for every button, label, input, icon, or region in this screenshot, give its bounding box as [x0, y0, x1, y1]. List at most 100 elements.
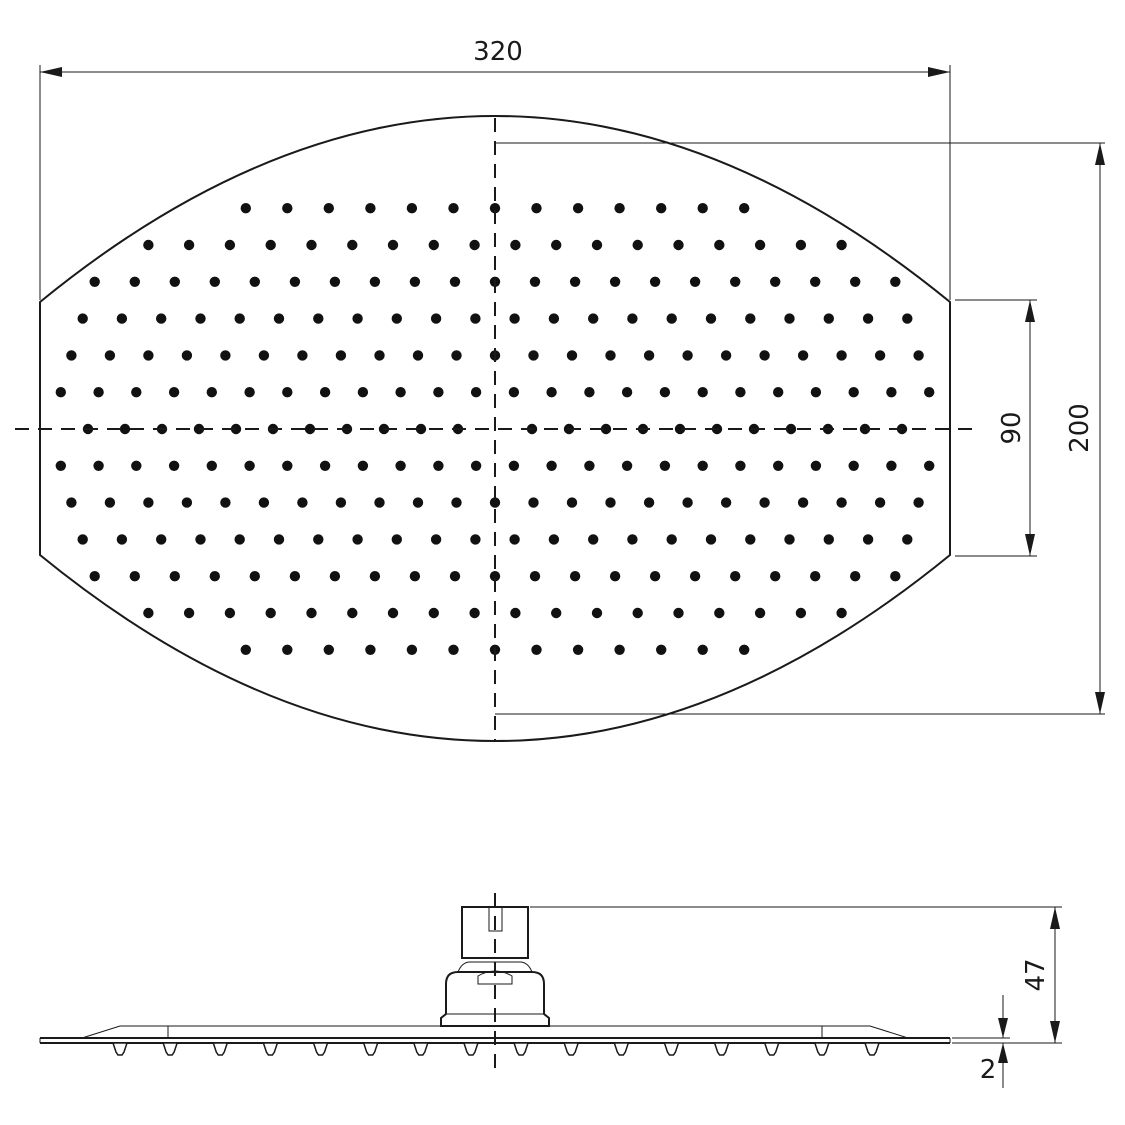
nozzle-dot-42 — [529, 275, 542, 288]
nozzle-dot-18 — [346, 238, 359, 251]
side-nozzle-6 — [412, 1042, 429, 1056]
nozzle-dot-209 — [822, 533, 835, 546]
connector-height-dimension: 47 — [530, 906, 1062, 1044]
nozzle-dot-36 — [288, 275, 301, 288]
nozzle-dot-253 — [322, 643, 335, 656]
nozzle-dot-30 — [835, 238, 848, 251]
nozzle-dot-81 — [334, 349, 347, 362]
nozzle-dot-43 — [569, 275, 582, 288]
nozzle-dot-185 — [758, 496, 771, 509]
plate-thickness-label: 2 — [980, 1055, 997, 1085]
side-nozzle-13 — [763, 1042, 780, 1056]
nozzle-dot-112 — [621, 386, 634, 399]
nozzle-dot-190 — [76, 533, 89, 546]
nozzle-dot-15 — [223, 238, 236, 251]
nozzle-dot-238 — [346, 607, 359, 620]
nozzle-dot-188 — [874, 496, 887, 509]
nozzle-dot-250 — [835, 607, 848, 620]
nozzle-dot-168 — [103, 496, 116, 509]
nozzle-dot-166 — [923, 459, 936, 472]
nozzle-dot-35 — [248, 275, 261, 288]
nozzle-dot-21 — [468, 238, 481, 251]
nozzle-dot-225 — [609, 570, 622, 583]
top-view: 320 200 90 — [15, 37, 1105, 742]
nozzle-dot-260 — [613, 643, 626, 656]
nozzle-dot-115 — [734, 386, 747, 399]
nozzle-dot-262 — [696, 643, 709, 656]
side-nozzle-12 — [713, 1042, 730, 1056]
nozzle-dot-189 — [912, 496, 925, 509]
nozzle-dot-162 — [772, 459, 785, 472]
nozzle-dot-104 — [319, 386, 332, 399]
nozzle-dot-231 — [849, 570, 862, 583]
nozzle-dot-73 — [901, 312, 914, 325]
nozzle-dot-219 — [368, 570, 381, 583]
nozzle-dot-258 — [530, 643, 543, 656]
side-nozzle-4 — [312, 1042, 329, 1056]
nozzle-dot-70 — [783, 312, 796, 325]
nozzle-dot-96 — [912, 349, 925, 362]
nozzle-dot-157 — [583, 459, 596, 472]
nozzle-dot-74 — [65, 349, 78, 362]
height-label: 200 — [1065, 403, 1095, 453]
nozzle-dot-218 — [328, 570, 341, 583]
nozzle-dot-202 — [547, 533, 560, 546]
nozzle-dot-181 — [604, 496, 617, 509]
nozzle-dot-90 — [681, 349, 694, 362]
nozzle-dot-102 — [243, 386, 256, 399]
nozzle-dot-77 — [180, 349, 193, 362]
nozzle-dot-176 — [411, 496, 424, 509]
nozzle-dot-198 — [390, 533, 403, 546]
nozzle-dot-108 — [470, 386, 483, 399]
nozzle-dot-223 — [529, 570, 542, 583]
nozzle-dot-49 — [809, 275, 822, 288]
nozzle-dot-201 — [508, 533, 521, 546]
nozzle-dot-95 — [874, 349, 887, 362]
nozzle-dot-59 — [351, 312, 364, 325]
nozzle-dot-187 — [835, 496, 848, 509]
nozzle-dot-255 — [405, 643, 418, 656]
nozzle-dot-152 — [394, 459, 407, 472]
nozzle-dot-48 — [769, 275, 782, 288]
nozzle-dot-245 — [631, 607, 644, 620]
nozzle-dot-145 — [130, 459, 143, 472]
nozzle-dot-93 — [797, 349, 810, 362]
nozzle-dot-54 — [155, 312, 168, 325]
nozzle-dot-149 — [281, 459, 294, 472]
nozzle-dot-47 — [729, 275, 742, 288]
nozzle-dot-229 — [769, 570, 782, 583]
side-nozzle-row — [111, 1042, 881, 1056]
nozzle-dot-120 — [923, 386, 936, 399]
nozzle-dot-193 — [194, 533, 207, 546]
nozzle-dot-14 — [183, 238, 196, 251]
nozzle-dot-221 — [448, 570, 461, 583]
nozzle-dot-2 — [322, 202, 335, 215]
nozzle-dot-31 — [88, 275, 101, 288]
nozzle-dot-76 — [142, 349, 155, 362]
nozzle-dot-78 — [219, 349, 232, 362]
width-label: 320 — [473, 37, 523, 67]
nozzle-dot-182 — [643, 496, 656, 509]
nozzle-dot-5 — [447, 202, 460, 215]
nozzle-dot-174 — [334, 496, 347, 509]
nozzle-dot-63 — [508, 312, 521, 325]
nozzle-dot-55 — [194, 312, 207, 325]
nozzle-dot-211 — [901, 533, 914, 546]
nozzle-dot-3 — [364, 202, 377, 215]
nozzle-dot-261 — [655, 643, 668, 656]
nozzle-dot-22 — [509, 238, 522, 251]
nozzle-dot-191 — [115, 533, 128, 546]
nozzle-dot-214 — [168, 570, 181, 583]
nozzle-dot-256 — [447, 643, 460, 656]
nozzle-dot-158 — [621, 459, 634, 472]
nozzle-dot-224 — [569, 570, 582, 583]
nozzle-dot-83 — [411, 349, 424, 362]
nozzle-dot-247 — [713, 607, 726, 620]
nozzle-dot-98 — [92, 386, 105, 399]
nozzle-dot-204 — [626, 533, 639, 546]
nozzle-dot-86 — [527, 349, 540, 362]
nozzle-dot-212 — [88, 570, 101, 583]
nozzle-dot-173 — [296, 496, 309, 509]
nozzle-dot-243 — [550, 607, 563, 620]
